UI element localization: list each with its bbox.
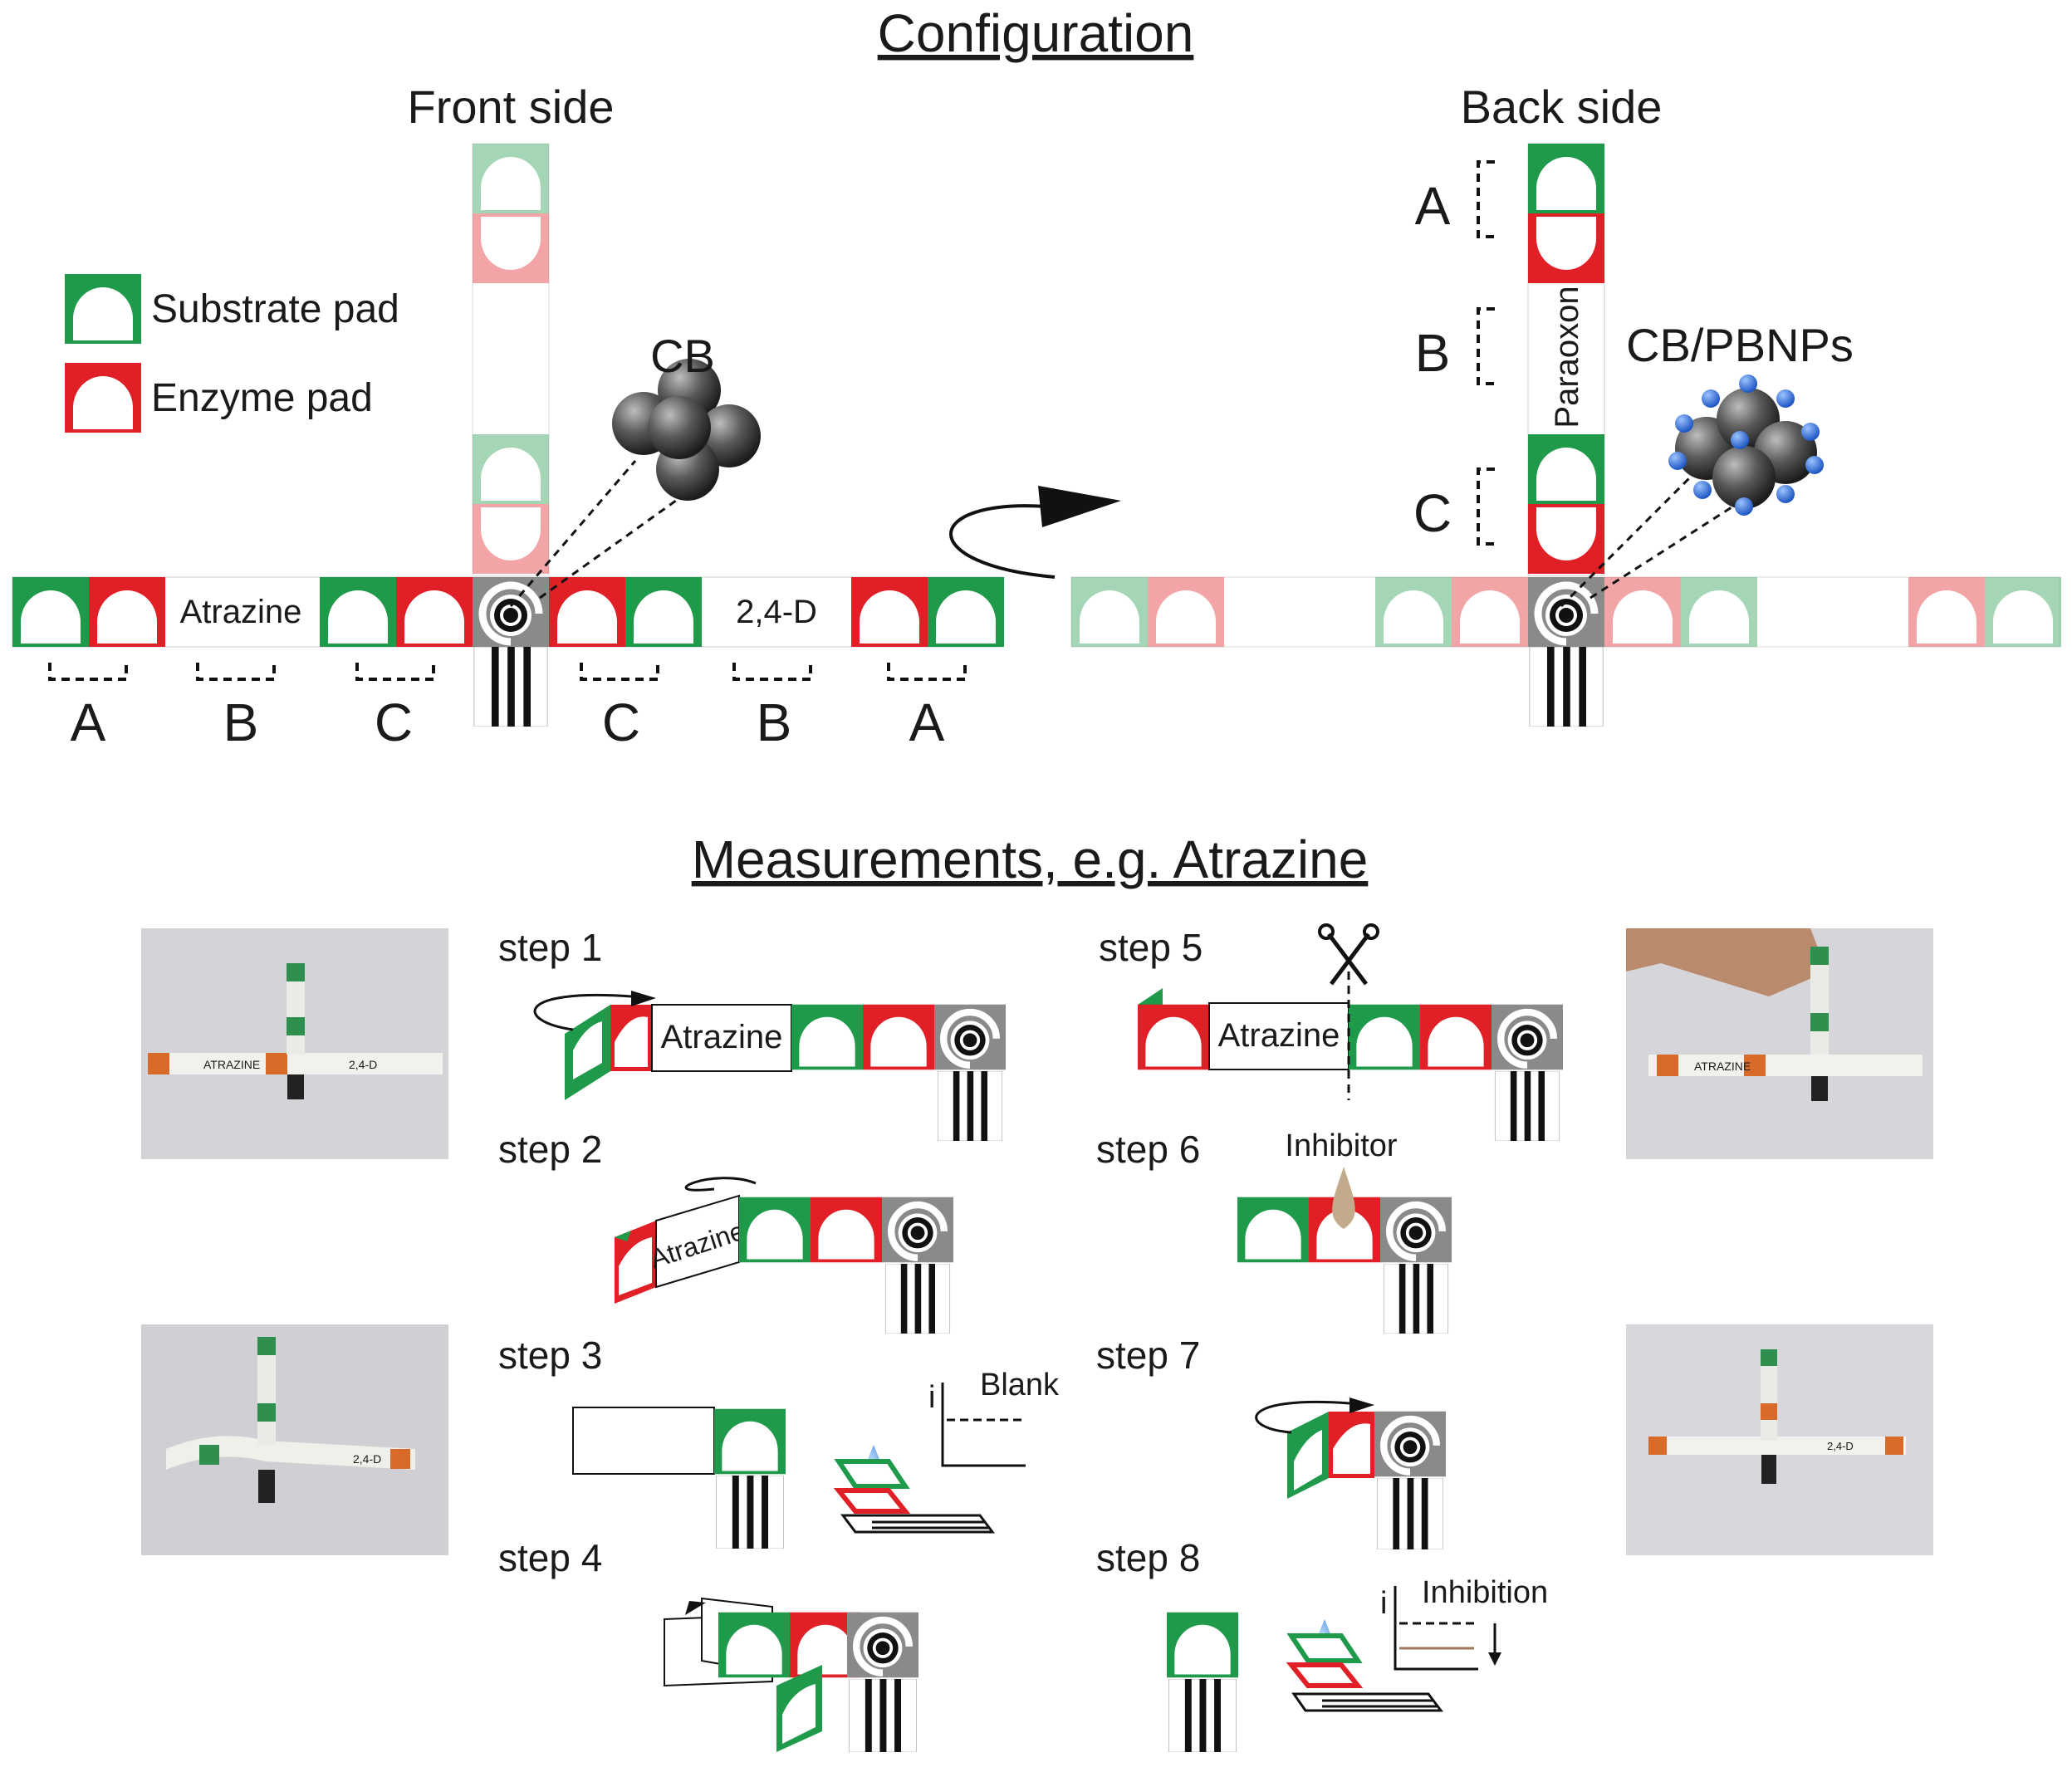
front-label-b1: B xyxy=(223,693,259,752)
photo-step1-24d-text: 2,4-D xyxy=(349,1058,377,1071)
back-horizontal-strip xyxy=(1070,576,2061,727)
step-8-diagram: i Inhibition xyxy=(1167,1575,1548,1752)
flip-arrow xyxy=(949,486,1121,579)
configuration-title: Configuration xyxy=(878,3,1194,63)
front-atrazine-label: Atrazine xyxy=(180,594,302,630)
photo-step7: 2,4-D xyxy=(1626,1324,1933,1555)
front-electrode xyxy=(473,577,549,647)
step-7-diagram xyxy=(1255,1397,1446,1549)
front-brackets xyxy=(48,663,967,681)
step-8-label: step 8 xyxy=(1096,1536,1200,1579)
step-2-diagram: Atrazine xyxy=(615,1177,953,1334)
front-label-c1: C xyxy=(375,693,413,752)
scissors-icon xyxy=(1318,923,1379,986)
front-label-a2: A xyxy=(909,693,945,752)
front-24d-label: 2,4-D xyxy=(736,594,817,630)
back-label-c: C xyxy=(1413,483,1452,543)
cb-pbnps-cluster: CB/PBNPs xyxy=(1560,319,1854,608)
cb-pbnps-label: CB/PBNPs xyxy=(1626,319,1854,371)
step-3-blank-label: Blank xyxy=(980,1368,1060,1402)
photo-step7-24d-text: 2,4-D xyxy=(1827,1440,1854,1452)
step-8-axis-i: i xyxy=(1380,1586,1387,1621)
front-label-b2: B xyxy=(757,693,792,752)
step-4-label: step 4 xyxy=(498,1536,602,1579)
front-horizontal-strip: Atrazine 2,4-D xyxy=(12,576,1004,727)
step-4-diagram xyxy=(664,1597,918,1752)
photo-step3: 2,4-D xyxy=(141,1324,448,1555)
legend-enzyme-label: Enzyme pad xyxy=(151,376,373,420)
front-region-labels: A B C C B A xyxy=(71,693,945,752)
front-label-a1: A xyxy=(71,693,106,752)
front-label-c2: C xyxy=(602,693,640,752)
step-2-label: step 2 xyxy=(498,1128,602,1171)
legend: Substrate pad Enzyme pad xyxy=(65,274,399,433)
back-vertical-strip: Paraoxon xyxy=(1527,143,1605,576)
cb-nanoparticle-cluster: CB xyxy=(509,330,761,607)
step-3-diagram: i Blank xyxy=(572,1368,1060,1549)
back-electrode xyxy=(1528,577,1604,647)
legend-substrate-label: Substrate pad xyxy=(151,287,399,331)
photo-step1-atrazine-text: ATRAZINE xyxy=(203,1058,260,1071)
photo-step1: ATRAZINE 2,4-D xyxy=(141,928,448,1159)
cb-label: CB xyxy=(650,330,715,382)
step-6-label: step 6 xyxy=(1096,1128,1200,1171)
step-1-diagram: Atrazine xyxy=(533,991,1006,1141)
step-5-label: step 5 xyxy=(1099,926,1203,969)
measurements-title: Measurements, e.g. Atrazine xyxy=(692,830,1369,889)
back-brackets xyxy=(1477,160,1495,546)
legend-enzyme-swatch xyxy=(65,363,141,433)
photo-step5-atrazine-text: ATRAZINE xyxy=(1694,1060,1751,1073)
step-6-inhibitor-label: Inhibitor xyxy=(1285,1128,1398,1163)
step-7-label: step 7 xyxy=(1096,1334,1200,1377)
step-6-diagram: Inhibitor xyxy=(1237,1128,1452,1334)
front-side-label: Front side xyxy=(408,81,615,133)
paraoxon-label: Paraoxon xyxy=(1549,286,1585,428)
step-3-label: step 3 xyxy=(498,1334,602,1377)
back-label-b: B xyxy=(1415,323,1451,383)
step-1-label: step 1 xyxy=(498,926,602,969)
back-side-label: Back side xyxy=(1461,81,1663,133)
step-5-diagram: Atrazine xyxy=(1138,923,1563,1141)
front-vertical-strip xyxy=(472,143,550,576)
back-label-a: A xyxy=(1415,176,1451,236)
step-8-inhibition-label: Inhibition xyxy=(1422,1575,1548,1610)
step-1-atrazine: Atrazine xyxy=(661,1019,783,1055)
photo-step5: ATRAZINE xyxy=(1626,928,1933,1159)
legend-substrate-swatch xyxy=(65,274,141,344)
back-region-labels: A B C xyxy=(1413,176,1452,543)
photo-step3-24d-text: 2,4-D xyxy=(353,1452,381,1466)
step-3-axis-i: i xyxy=(928,1380,935,1415)
step-5-atrazine: Atrazine xyxy=(1218,1017,1340,1054)
